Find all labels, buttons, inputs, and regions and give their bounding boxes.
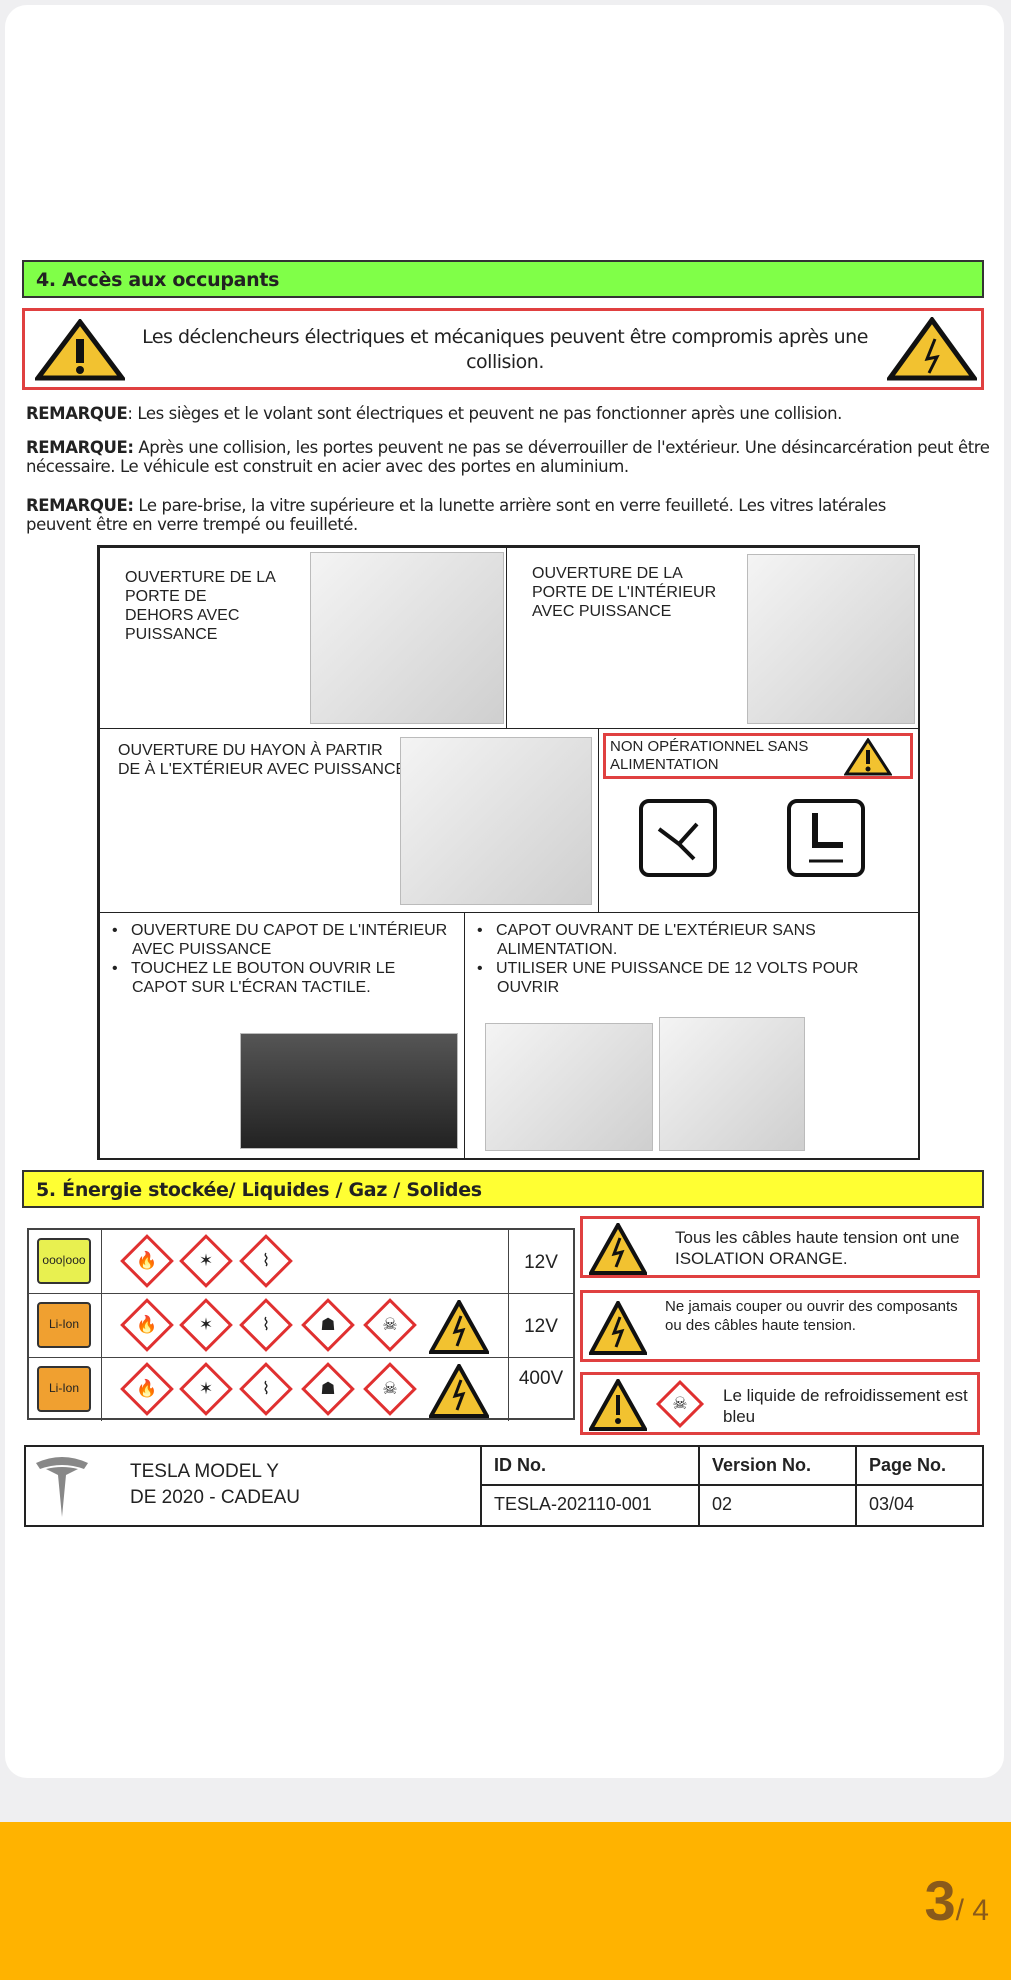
high-voltage-icon [589, 1301, 647, 1355]
hazard-table: ooo|ooo 🔥 ✶ ⌇ 12V Li-Ion 🔥 ✶ ⌇ ☗ ☠ 12V L… [27, 1228, 575, 1422]
access-instructions-grid: OUVERTURE DE LA PORTE DE DEHORS AVEC PUI… [97, 545, 920, 1160]
interior-door-photo [747, 554, 915, 724]
cell-hatch: OUVERTURE DU HAYON À PARTIR DE À L'EXTÉR… [99, 728, 599, 913]
door-handle-photo [310, 552, 504, 724]
toxic-icon: ☠ [655, 1379, 705, 1429]
cell-hood-inside: • OUVERTURE DU CAPOT DE L'INTÉRIEUR AVEC… [99, 912, 465, 1160]
health-hazard-icon: ☗ [301, 1298, 355, 1352]
seat-adjust-icon [787, 799, 865, 877]
note-2: REMARQUE: Après une collision, les porte… [26, 438, 990, 476]
note-3: REMARQUE: Le pare-brise, la vitre supéri… [26, 496, 886, 534]
flammable-icon: 🔥 [120, 1298, 174, 1352]
section-5-header: 5. Énergie stockée/ Liquides / Gaz / Sol… [22, 1170, 984, 1208]
hazard-row: Li-Ion 🔥 ✶ ⌇ ☗ ☠ 12V [29, 1294, 573, 1358]
corrosive-icon: ⌇ [239, 1298, 293, 1352]
li-ion-battery-icon: Li-Ion [37, 1302, 91, 1348]
do-not-cut-warning: Ne jamais couper ou ouvrir des composant… [580, 1290, 980, 1362]
orange-insulation-warning: Tous les câbles haute tension ont une IS… [580, 1216, 980, 1278]
warning-icon [844, 738, 892, 776]
explosive-icon: ✶ [179, 1298, 233, 1352]
coolant-warning: ☠ Le liquide de refroidissement est bleu [580, 1372, 980, 1435]
corrosive-icon: ⌇ [239, 1362, 293, 1416]
toxic-icon: ☠ [363, 1298, 417, 1352]
high-voltage-icon [887, 317, 977, 381]
battery-12v-icon: ooo|ooo [37, 1238, 91, 1284]
explosive-icon: ✶ [179, 1362, 233, 1416]
hazard-row: ooo|ooo 🔥 ✶ ⌇ 12V [29, 1230, 573, 1294]
cell-non-operational: NON OPÉRATIONNEL SANS ALIMENTATION [598, 728, 920, 913]
high-voltage-icon [429, 1300, 489, 1354]
flammable-icon: 🔥 [120, 1362, 174, 1416]
hazard-row: Li-Ion 🔥 ✶ ⌇ ☗ ☠ 400V [29, 1358, 573, 1422]
cell-door-outside: OUVERTURE DE LA PORTE DE DEHORS AVEC PUI… [99, 547, 507, 729]
corrosive-icon: ⌇ [239, 1234, 293, 1288]
explosive-icon: ✶ [179, 1234, 233, 1288]
steering-adjust-icon [639, 799, 717, 877]
note-1: REMARQUE: Les sièges et le volant sont é… [26, 404, 843, 423]
cell-hood-outside: • CAPOT OUVRANT DE L'EXTÉRIEUR SANS ALIM… [464, 912, 920, 1160]
section-4-header: 4. Accès aux occupants [22, 260, 984, 298]
tesla-logo [36, 1457, 88, 1517]
pager-bar: 3/ 4 [0, 1822, 1011, 1980]
flammable-icon: 🔥 [120, 1234, 174, 1288]
high-voltage-icon [589, 1223, 647, 1275]
li-ion-battery-icon: Li-Ion [37, 1366, 91, 1412]
car-rear-photo [400, 737, 592, 905]
jump-start-photo [659, 1017, 805, 1151]
high-voltage-icon [429, 1364, 489, 1418]
toxic-icon: ☠ [363, 1362, 417, 1416]
warning-icon [589, 1379, 647, 1431]
dashboard-photo [240, 1033, 458, 1149]
cell-door-inside: OUVERTURE DE LA PORTE DE L'INTÉRIEUR AVE… [506, 547, 920, 729]
front-hood-photo [485, 1023, 653, 1151]
page-indicator: 3/ 4 [924, 1869, 989, 1932]
health-hazard-icon: ☗ [301, 1362, 355, 1416]
collision-warning: Les déclencheurs électriques et mécaniqu… [22, 308, 984, 390]
warning-icon [35, 319, 125, 381]
